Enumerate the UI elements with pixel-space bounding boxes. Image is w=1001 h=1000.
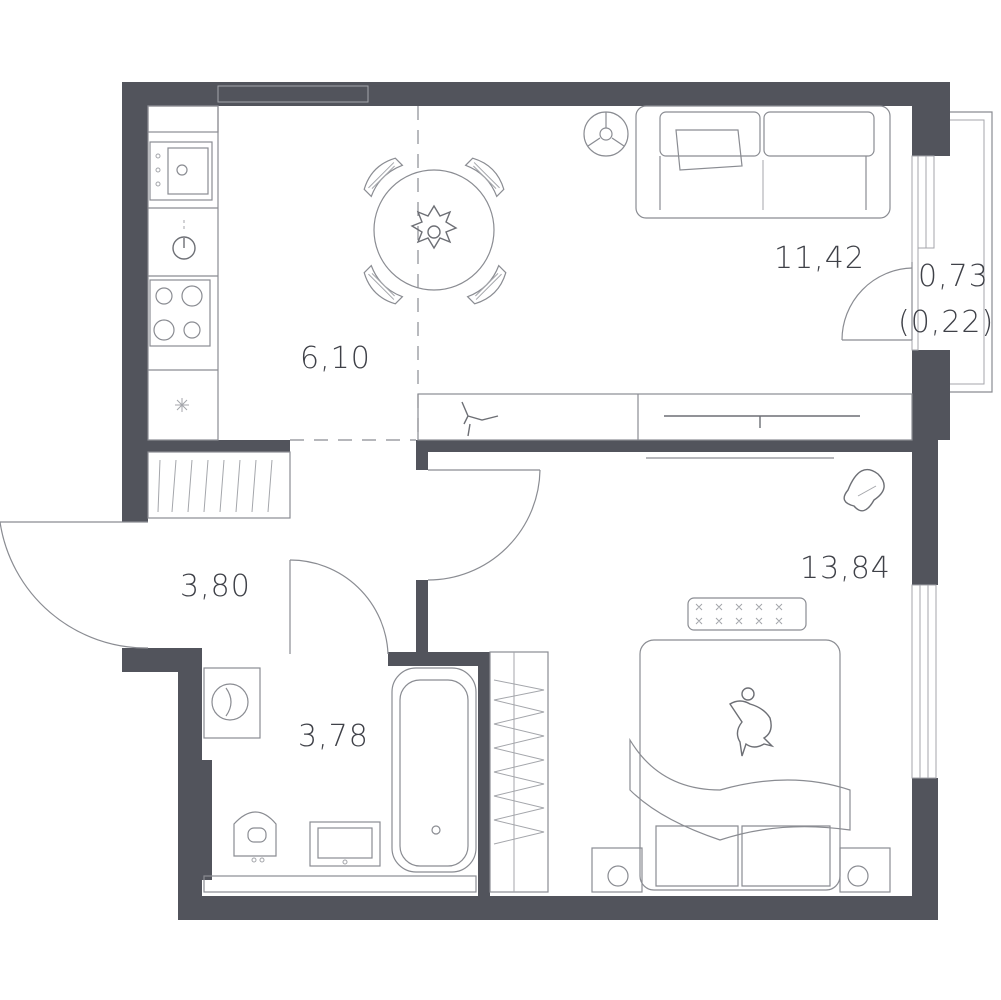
bathroom-threshold: [203, 875, 477, 893]
tv-icon: [417, 393, 913, 441]
bedroom-wardrobe-icon: [489, 651, 549, 893]
washing-machine-icon: [203, 667, 261, 739]
wardrobe-icon: [147, 451, 291, 519]
armchair-icon: [583, 111, 629, 157]
bedroom-area-label: 13,84: [800, 551, 891, 586]
balcony-reduced-area-label: (0,22): [898, 305, 994, 340]
hall-area-label: 3,80: [180, 569, 251, 604]
lamp-icon: [843, 468, 885, 512]
doors: [0, 106, 913, 655]
sofa-icon: [635, 105, 891, 219]
washbasin-icon: [309, 821, 381, 867]
toilet-icon: [233, 811, 277, 863]
kitchen: [147, 105, 219, 441]
windows: [217, 85, 993, 779]
bathroom-area-label: 3,78: [298, 719, 369, 754]
living-room-area-label: 11,42: [774, 241, 865, 276]
bathtub-icon: [391, 667, 477, 873]
plant-icon: [461, 401, 499, 437]
pillow-icon: [687, 597, 807, 631]
cat-icon: [729, 687, 775, 757]
sink-icon: [149, 141, 213, 201]
flower-vase-icon: [410, 204, 458, 250]
kitchen-area-label: 6,10: [300, 341, 371, 376]
balcony-area-label: 0,73: [918, 259, 989, 294]
faucet-icon: [172, 220, 196, 260]
chair-top-left: [363, 157, 404, 198]
fridge-icon: [175, 398, 189, 412]
stove-icon: [149, 279, 211, 347]
bed-icon: [591, 639, 891, 893]
dining-table-icon: [363, 157, 507, 305]
walls: [122, 82, 950, 920]
